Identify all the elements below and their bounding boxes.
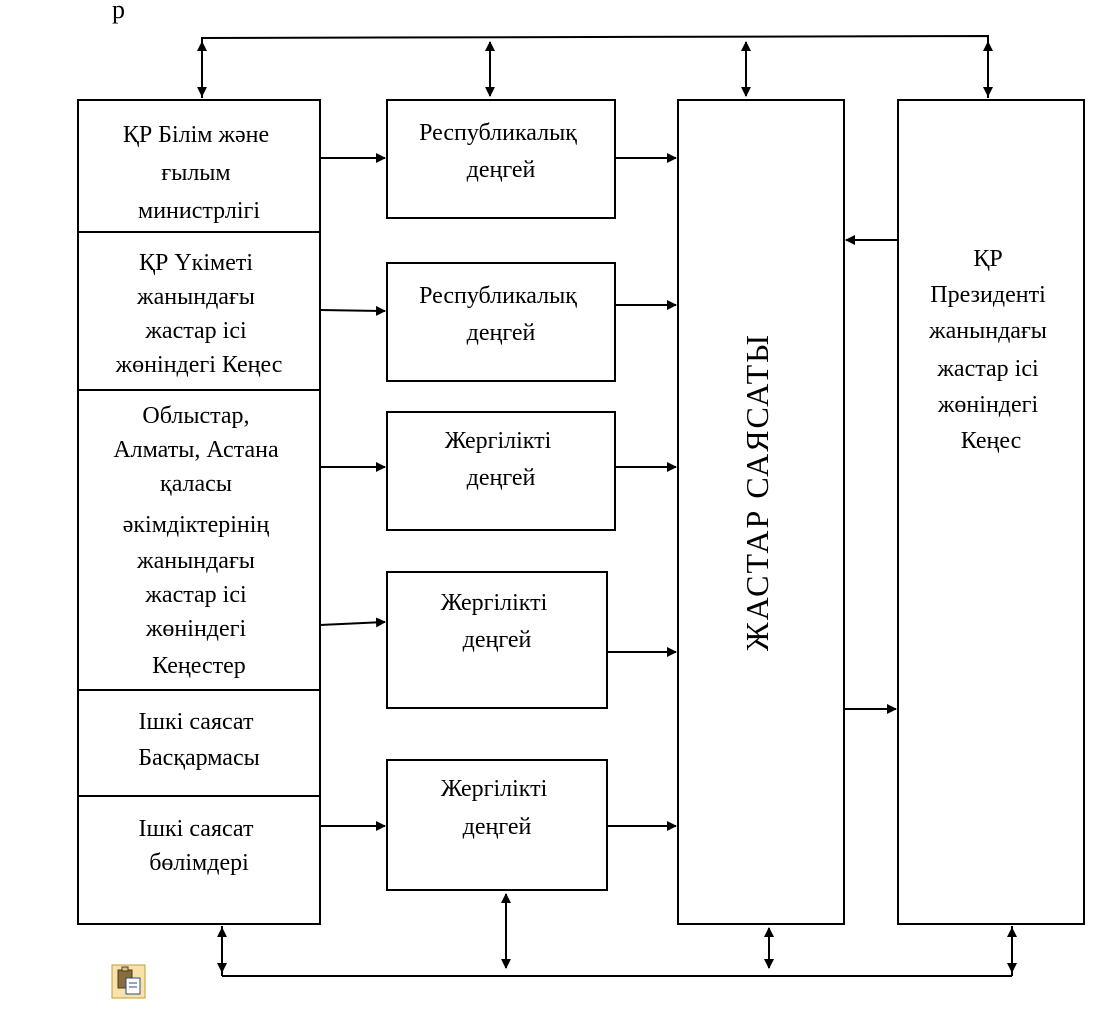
level-box-text: Республикалық деңгей [419, 283, 583, 346]
left-box-ministry: ҚР Білім және ғылым министрлігі [77, 99, 321, 233]
level-box-text: Жергілікті деңгей [441, 590, 554, 653]
left-box-gov-council: ҚР Үкіметі жанындағы жастар ісі жөніндег… [77, 231, 321, 391]
right-box: ҚР Президенті жанындағы жастар ісі жөнін… [897, 99, 1085, 925]
level-box-text: Жергілікті деңгей [441, 776, 554, 840]
level-box-text: Жергілікті деңгей [445, 428, 558, 491]
left-box-internal-policy-units: Ішкі саясат бөлімдері [77, 795, 321, 925]
left-box-text: Ішкі саясат бөлімдері [139, 816, 260, 876]
level-box-3: Жергілікті деңгей [386, 411, 616, 531]
left-box-regional-councils: Облыстар, Алматы, Астана қаласы әкімдікт… [77, 389, 321, 691]
left-box-text: ҚР Білім және ғылым министрлігі [123, 122, 275, 224]
left-box-internal-policy-dept: Ішкі саясат Басқармасы [77, 689, 321, 797]
level-box-4: Жергілікті деңгей [386, 571, 608, 709]
top-bus-line [201, 34, 989, 98]
center-box: ЖАСТАР САЯСАТЫ [677, 99, 845, 925]
left-box-text: ҚР Үкіметі жанындағы жастар ісі жөніндег… [115, 250, 283, 378]
level-box-text: Республикалық деңгей [419, 120, 583, 183]
level-box-1: Республикалық деңгей [386, 99, 616, 219]
stray-char: р [112, 0, 125, 24]
level-box-2: Республикалық деңгей [386, 262, 616, 382]
left-box-text: Ішкі саясат Басқармасы [138, 709, 260, 771]
arrow-gov-council-to-level-2 [319, 305, 386, 316]
level-box-5: Жергілікті деңгей [386, 759, 608, 891]
center-box-label: ЖАСТАР САЯСАТЫ [739, 333, 775, 651]
right-box-text: ҚР Президенті жанындағы жастар ісі жөнін… [928, 246, 1053, 454]
arrow-regional-to-level-4 [319, 617, 386, 628]
left-box-text: Облыстар, Алматы, Астана қаласы әкімдікт… [113, 403, 284, 679]
clipboard-paste-icon[interactable] [111, 964, 146, 999]
